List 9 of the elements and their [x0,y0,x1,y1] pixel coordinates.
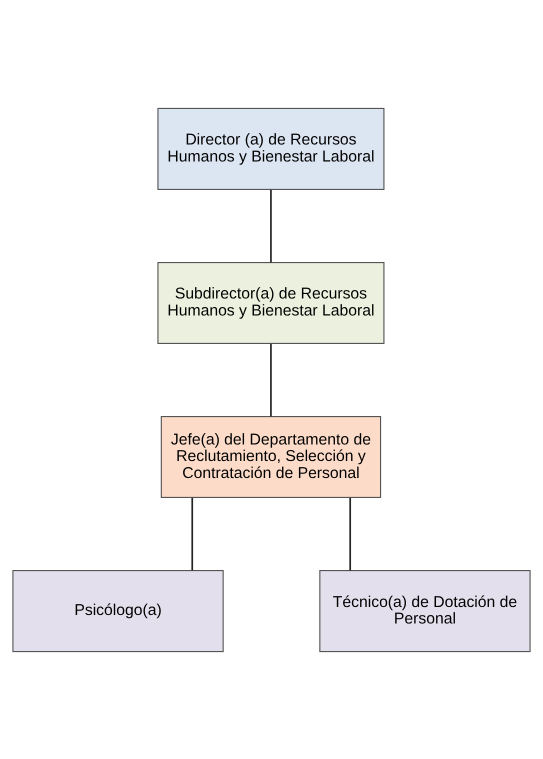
node-box: Psicólogo(a) [12,570,224,652]
node-box: Director (a) de Recursos Humanos y Bienestar Laboral [157,107,384,190]
node-box: Subdirector(a) de Recursos Humanos y Bienestar Laboral [157,261,384,344]
connector [270,343,272,416]
node-box: Técnico(a) de Dotación de Personal [319,570,531,652]
connector [270,189,272,262]
connector [349,497,352,570]
connector [191,497,194,570]
node-box: Jefe(a) del Departamento de Reclutamiento, Selección y Contratación de Personal [160,415,382,498]
